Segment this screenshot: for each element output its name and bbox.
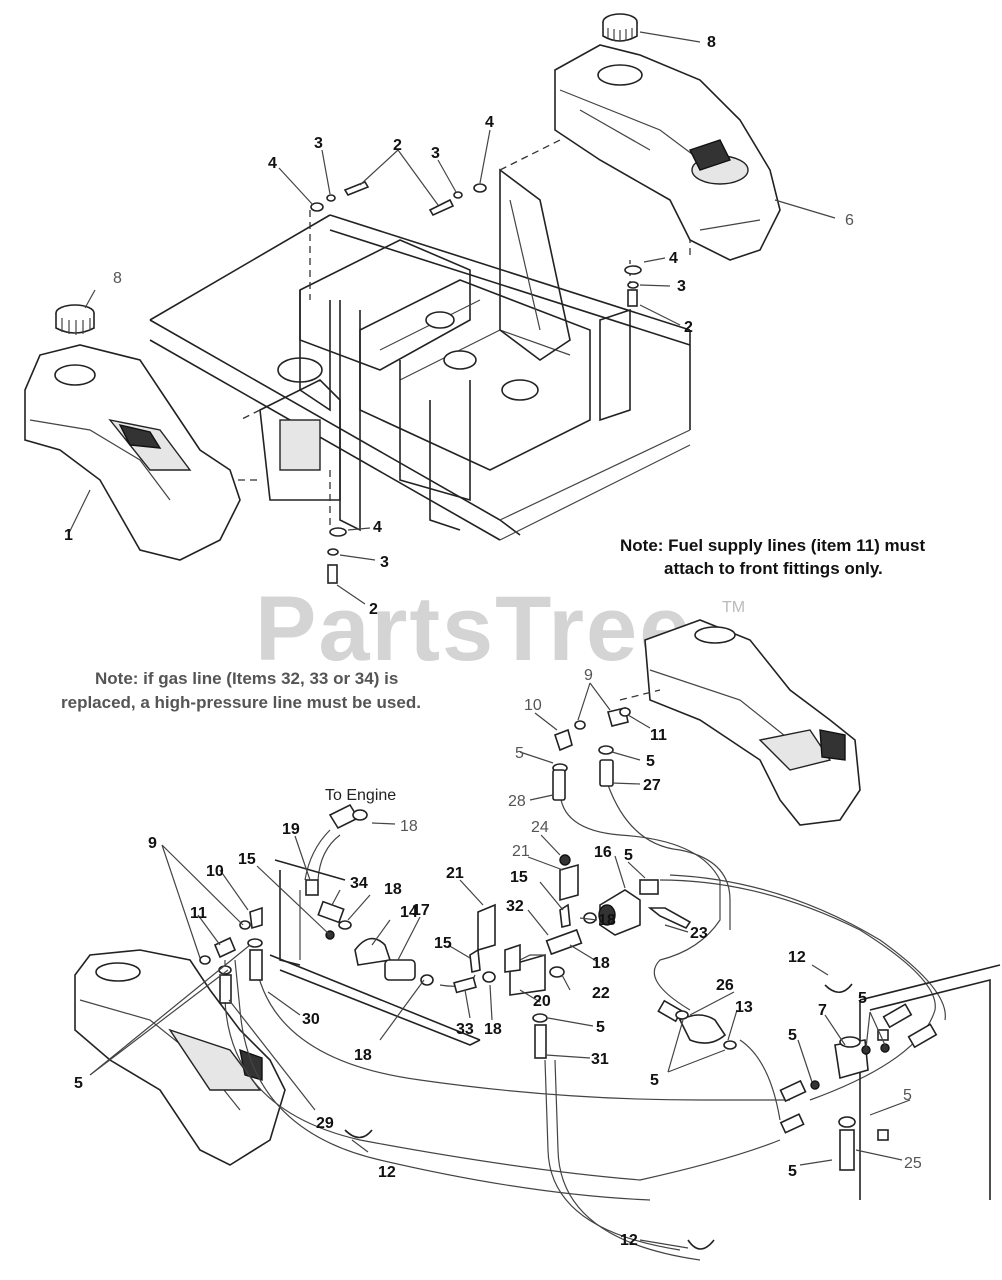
fuel-cap-upper[interactable] [602, 13, 638, 42]
callout-3-d[interactable]: 3 [380, 554, 389, 571]
callout-33[interactable]: 33 [456, 1021, 474, 1038]
callout-1[interactable]: 1 [64, 527, 73, 544]
callout-4-a[interactable]: 4 [268, 155, 277, 172]
callout-29[interactable]: 29 [316, 1115, 334, 1132]
callout-5-g[interactable]: 5 [858, 990, 867, 1007]
note-gas-line-line1: Note: if gas line (Items 32, 33 or 34) i… [95, 669, 398, 688]
callout-3-c[interactable]: 3 [677, 278, 686, 295]
callout-5-h[interactable]: 5 [788, 1027, 797, 1044]
callout-5-pump[interactable]: 5 [624, 847, 633, 864]
callout-31[interactable]: 31 [591, 1051, 609, 1068]
callout-18-b[interactable]: 18 [384, 881, 402, 898]
hardware-upper [310, 181, 642, 584]
callout-16[interactable]: 16 [594, 844, 612, 861]
watermark: PartsTree [255, 578, 692, 680]
callout-6[interactable]: 6 [845, 212, 854, 229]
callout-5-right-a[interactable]: 5 [515, 745, 524, 762]
fuel-tank-lower-left[interactable] [74, 949, 286, 1166]
callout-18-engine[interactable]: 18 [400, 818, 418, 835]
callout-15-left[interactable]: 15 [238, 851, 256, 868]
callout-3-a[interactable]: 3 [314, 135, 323, 152]
callout-5-left[interactable]: 5 [74, 1075, 83, 1092]
callout-5-right-b[interactable]: 5 [646, 753, 655, 770]
callout-10-left[interactable]: 10 [206, 863, 224, 880]
callout-4-b[interactable]: 4 [485, 114, 494, 131]
callout-11-left[interactable]: 11 [190, 905, 207, 922]
callout-28[interactable]: 28 [508, 793, 526, 810]
callout-12-c[interactable]: 12 [620, 1232, 638, 1249]
callout-9-left[interactable]: 9 [148, 835, 157, 852]
callout-5-d[interactable]: 5 [596, 1019, 605, 1036]
leader-lines [67, 31, 911, 1249]
fuel-lines [224, 784, 946, 1261]
callout-21-right[interactable]: 21 [512, 843, 530, 860]
watermark-trademark: TM [722, 599, 745, 616]
callout-25[interactable]: 25 [904, 1155, 922, 1172]
to-engine-label: To Engine [325, 787, 396, 804]
callout-18-d[interactable]: 18 [592, 955, 610, 972]
callout-9-right[interactable]: 9 [584, 667, 593, 684]
fuel-tank-upper-left[interactable] [24, 344, 241, 561]
note-fuel-supply-line1: Note: Fuel supply lines (item 11) must [620, 536, 925, 555]
callout-32[interactable]: 32 [506, 898, 524, 915]
callout-34[interactable]: 34 [350, 875, 368, 892]
callout-4-d[interactable]: 4 [373, 519, 382, 536]
callouts: 8 6 4 3 2 3 4 4 3 2 8 1 4 3 2 9 10 11 5 … [64, 34, 922, 1249]
callout-18-c[interactable]: 18 [598, 912, 616, 929]
callout-3-b[interactable]: 3 [431, 145, 440, 162]
callout-5-i[interactable]: 5 [903, 1087, 912, 1104]
fuel-tank-lower-right[interactable] [619, 619, 861, 826]
callout-2-a[interactable]: 2 [393, 137, 402, 154]
callout-22[interactable]: 22 [592, 985, 610, 1002]
callout-2-d[interactable]: 2 [369, 601, 378, 618]
callout-26[interactable]: 26 [716, 977, 734, 994]
callout-5-filter[interactable]: 5 [650, 1072, 659, 1089]
callout-17[interactable]: 17 [412, 902, 430, 919]
note-gas-line-line2: replaced, a high-pressure line must be u… [61, 693, 421, 712]
callout-21-left[interactable]: 21 [446, 865, 464, 882]
callout-10-right[interactable]: 10 [524, 697, 542, 714]
callout-8-left[interactable]: 8 [113, 270, 122, 287]
callout-12-b[interactable]: 12 [788, 949, 806, 966]
callout-2-c[interactable]: 2 [684, 319, 693, 336]
fuel-tank-upper-right[interactable] [554, 44, 781, 261]
callout-14[interactable]: 14 [400, 904, 418, 921]
callout-30[interactable]: 30 [302, 1011, 320, 1028]
callout-15-mid[interactable]: 15 [510, 869, 528, 886]
callout-15-low[interactable]: 15 [434, 935, 452, 952]
callout-27[interactable]: 27 [643, 777, 661, 794]
callout-23[interactable]: 23 [690, 925, 708, 942]
callout-13[interactable]: 13 [735, 999, 753, 1016]
fuel-system-components[interactable] [199, 707, 938, 1250]
callout-19[interactable]: 19 [282, 821, 300, 838]
note-fuel-supply-line2: attach to front fittings only. [664, 559, 883, 578]
callout-18-f[interactable]: 18 [354, 1047, 372, 1064]
callout-12-a[interactable]: 12 [378, 1164, 396, 1181]
callout-5-j[interactable]: 5 [788, 1163, 797, 1180]
fuel-cap-left[interactable] [55, 304, 95, 335]
callout-11-right[interactable]: 11 [650, 727, 667, 744]
callout-7[interactable]: 7 [818, 1002, 827, 1019]
callout-18-e[interactable]: 18 [484, 1021, 502, 1038]
frame-lower [269, 859, 1001, 1200]
callout-8-upper[interactable]: 8 [707, 34, 716, 51]
callout-24[interactable]: 24 [531, 819, 549, 836]
callout-20[interactable]: 20 [533, 993, 551, 1010]
callout-4-c[interactable]: 4 [669, 250, 678, 267]
